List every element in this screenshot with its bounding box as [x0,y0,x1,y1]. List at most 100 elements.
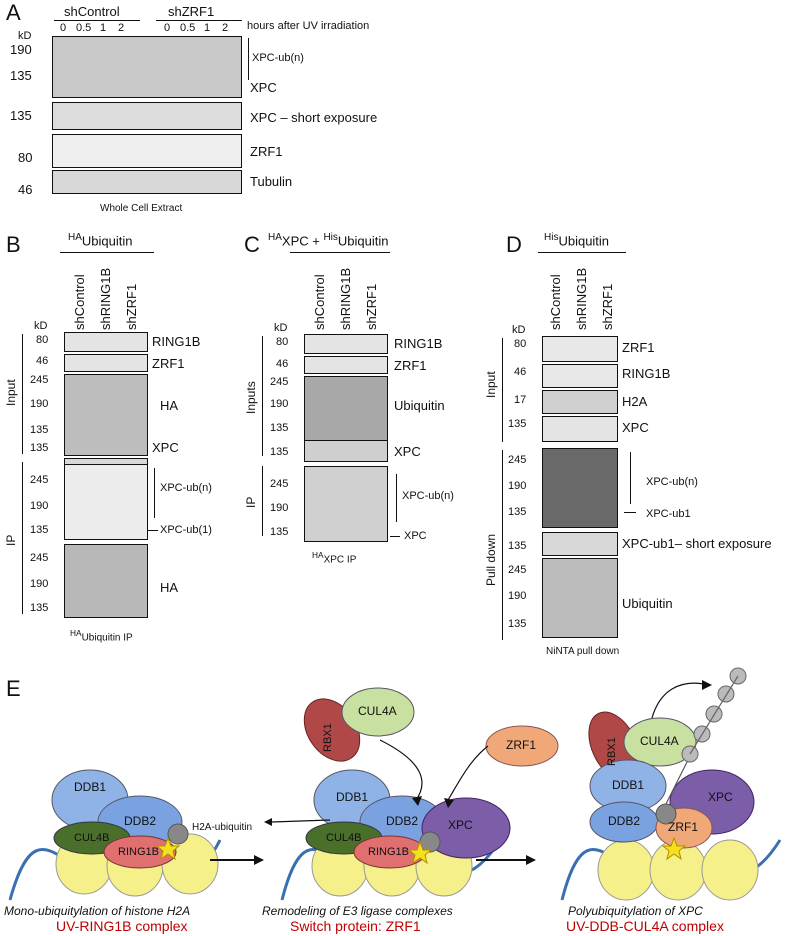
blot-d-pd [542,448,618,528]
section-c-input: Inputs [244,381,258,414]
e1-ring1b: RING1B [118,846,159,858]
tick-c-xpc [390,536,400,537]
mk-c-ip-245: 245 [270,478,289,490]
mk-b-ip-190: 190 [30,500,49,512]
bracket-c-xpcubn [396,474,397,522]
e2-rbx1: RBX1 [322,723,334,752]
e3-cul4a: CUL4A [640,734,679,748]
caption-e3-red: UV-DDB-CUL4A complex [566,918,724,934]
panel-c-title-a: XPC + [281,233,324,249]
label-zrf1-b: ZRF1 [152,356,185,371]
panel-b-underline [60,252,154,253]
group-underline-2 [156,20,242,21]
e2-ring1b: RING1B [368,846,409,858]
blot-a-xpc-short [52,102,242,130]
e3-ddb2: DDB2 [608,814,641,828]
e2-zrf1: ZRF1 [506,738,536,752]
label-xpc-ip-c: XPC [404,530,427,542]
marker-135-b: 135 [10,108,32,123]
e2-cul4b: CUL4B [326,832,362,844]
lane-b-2: shRING1B [98,267,113,330]
label-ring1b-b: RING1B [152,334,201,349]
caption-c: HAXPC IP [312,550,356,565]
mk-b-ip-135: 135 [30,524,49,536]
e1-cul4b: CUL4B [74,832,110,844]
lane-b-3: shZRF1 [124,283,139,330]
panel-c-label: C [244,232,260,257]
e2-ddb1: DDB1 [336,790,369,804]
time-3: 2 [118,22,125,34]
e3-rbx1: RBX1 [606,737,618,766]
mk-b-135b: 135 [30,442,49,454]
label-xpc-d: XPC [622,420,649,435]
blot-d-ubiquitin [542,558,618,638]
panel-a-label: A [6,0,21,25]
mk-d-17: 17 [514,394,527,406]
label-xpcubn-c: XPC-ub(n) [402,490,454,502]
tick-b-xpcub1 [148,530,158,531]
time-6: 1 [204,22,211,34]
mk-d-135: 135 [508,418,527,430]
label-zrf1-a: ZRF1 [250,144,283,159]
blot-b-ip-ha [64,544,148,618]
lane-c-1: shControl [312,274,327,330]
e1-ddb2: DDB2 [124,814,157,828]
time-7: 2 [222,22,229,34]
mk-d-ub-245: 245 [508,564,527,576]
panel-c-title: HAXPC + HisUbiquitin [268,232,389,248]
blot-c-ring1b [304,334,388,354]
e3-ddb1: DDB1 [612,778,645,792]
group-label-shzrf1: shZRF1 [168,4,215,19]
kd-label: kD [18,30,32,42]
mk-c-135: 135 [270,422,289,434]
bracket-d-xpcubn [630,452,631,504]
panel-b-title-sup: HA [68,232,82,243]
panel-c-title-sup2: His [323,232,338,243]
kd-b: kD [34,320,48,332]
panel-d-title: HisUbiquitin [544,232,609,248]
mk-b-190: 190 [30,398,49,410]
time-2: 1 [100,22,107,34]
mk-c-46: 46 [276,358,289,370]
blot-d-xpc [542,416,618,442]
mk-d-46: 46 [514,366,527,378]
label-xpcub1-d: XPC-ub1 [646,508,691,520]
mk-b-ha-190: 190 [30,578,49,590]
mk-d-ub-135: 135 [508,618,527,630]
mk-b-245: 245 [30,374,49,386]
blot-b-ring1b [64,332,148,352]
mk-c-190: 190 [270,398,289,410]
mk-c-135b: 135 [270,446,289,458]
bracket-c-input [262,336,263,456]
label-xpcubn-b: XPC-ub(n) [160,482,212,494]
lane-d-3: shZRF1 [600,283,615,330]
caption-e1: Mono-ubiquitylation of histone H2A [4,904,191,918]
e1-ddb1: DDB1 [74,780,107,794]
label-ring1b-c: RING1B [394,336,443,351]
blot-b-ip-xpc [64,464,148,540]
time-0: 0 [60,22,67,34]
dna-3 [560,839,782,901]
label-zrf1-d: ZRF1 [622,340,655,355]
blot-d-ring1b [542,364,618,388]
caption-e1-red: UV-RING1B complex [56,918,188,934]
marker-135: 135 [10,68,32,83]
blot-c-zrf1 [304,356,388,374]
section-d-pd: Pull down [484,533,498,586]
caption-b-text: Ubiquitin IP [81,632,133,644]
mk-c-80: 80 [276,336,289,348]
lane-d-2: shRING1B [574,267,589,330]
group-label-shcontrol: shControl [64,4,120,19]
mk-b-ha-245: 245 [30,552,49,564]
mk-d-pd-245: 245 [508,454,527,466]
bracket-b-input [22,334,23,454]
marker-190: 190 [10,42,32,57]
group-underline-1 [54,20,140,21]
lane-c-2: shRING1B [338,267,353,330]
caption-a: Whole Cell Extract [100,203,183,214]
mk-d-pd-135b: 135 [508,540,527,552]
panel-e-label: E [6,676,21,701]
panel-d-title-sup: His [544,232,559,243]
e2-xpc: XPC [448,818,473,832]
time-5: 0.5 [180,22,196,34]
